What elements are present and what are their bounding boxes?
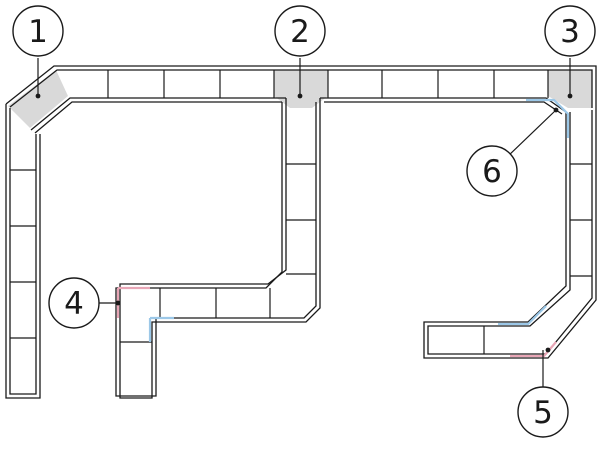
callout-label: 6 (482, 154, 502, 190)
callout-4: 4 (48, 277, 100, 329)
joint-highlights (116, 98, 570, 358)
callout-label: 3 (560, 14, 580, 50)
middle-leg-outer (119, 98, 321, 399)
callout-2: 2 (274, 5, 326, 57)
left-leg-outer (5, 104, 41, 399)
right-leg-inner (427, 110, 593, 355)
leader-dot-1 (35, 93, 41, 99)
joint-highlight-4-pink (116, 286, 150, 318)
callout-label: 1 (28, 14, 48, 50)
top-run-lower-right (320, 97, 567, 113)
leader-dot-5 (545, 347, 551, 353)
leader-dot-3 (567, 93, 573, 99)
segment-dividers (10, 70, 592, 354)
callout-6: 6 (466, 145, 518, 197)
leader-lines (35, 58, 573, 388)
callout-label: 2 (290, 14, 310, 50)
left-leg-inner (9, 108, 37, 395)
leader-dot-2 (297, 93, 303, 99)
corner-module-2 (274, 70, 328, 108)
top-run-outer (5, 65, 597, 112)
leader-dot-6 (553, 107, 559, 113)
callout-5: 5 (517, 386, 569, 438)
track-frame (5, 65, 597, 399)
joint-highlight-5-pink (510, 341, 557, 358)
joint-highlight-4-blue (148, 316, 174, 342)
right-leg-outer (423, 112, 597, 359)
callout-label: 5 (533, 395, 553, 431)
corner-module-1 (8, 70, 68, 128)
corner-modules (8, 70, 592, 128)
top-run-lower-left-inner (34, 101, 282, 134)
callout-3: 3 (544, 5, 596, 57)
leader-dot-4 (115, 300, 121, 306)
callout-label: 4 (64, 286, 84, 322)
callout-1: 1 (12, 5, 64, 57)
callouts: 1 2 3 4 5 6 (12, 5, 596, 438)
top-run-inner (9, 69, 593, 108)
joint-highlight-5-blue (498, 305, 547, 326)
joint-highlight-6-blue (526, 98, 570, 138)
middle-leg-inner (115, 102, 317, 397)
top-run-lower-right-inner (324, 101, 563, 115)
leader-6 (505, 109, 557, 159)
top-run-lower-left (30, 97, 286, 131)
